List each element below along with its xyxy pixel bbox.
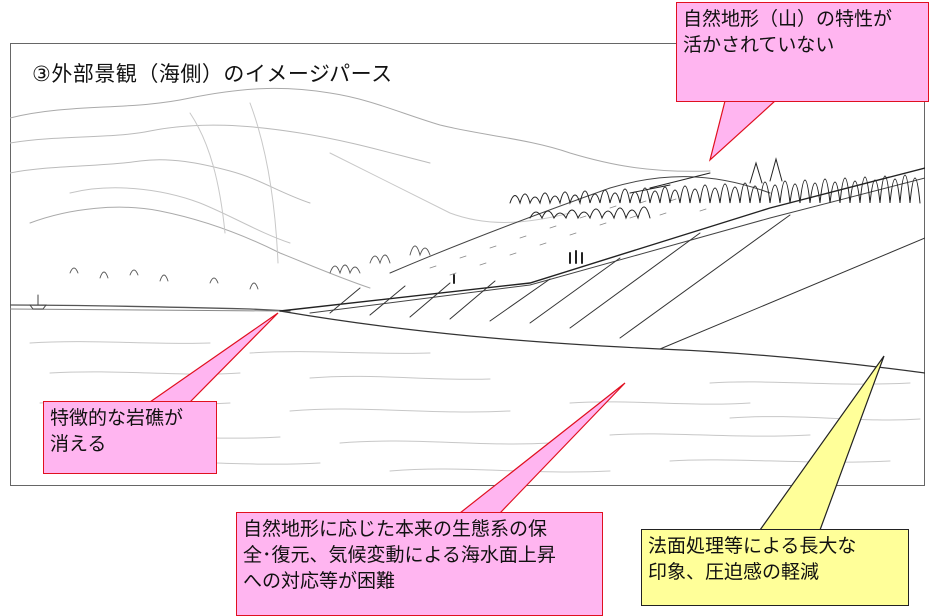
page-title: ③外部景観（海側）のイメージパース [32, 62, 393, 86]
boat [29, 294, 47, 310]
pointer-mountain [708, 100, 777, 162]
callout-reef: 特徴的な岩礁が 消える [43, 401, 217, 474]
callout-line: 自然地形に応じた本来の生態系の保 [243, 518, 548, 540]
callout-slope: 法面処理等による長大な 印象、圧迫感の軽減 [641, 529, 909, 606]
pointer-slope [758, 355, 885, 531]
pointer-ecosystem [458, 382, 626, 514]
callout-line: 法面処理等による長大な [648, 535, 857, 557]
people-figures [453, 250, 583, 284]
grass-slope [389, 176, 771, 274]
callout-mountain: 自然地形（山）の特性が 活かされていない [676, 2, 929, 102]
callout-line: 特徴的な岩礁が [50, 407, 184, 429]
callout-line: 自然地形（山）の特性が [683, 8, 893, 30]
distant-hills [10, 87, 711, 172]
embankment-toe [279, 310, 925, 374]
pointer-reef [148, 312, 279, 403]
callout-line: への対応等が困難 [243, 570, 396, 592]
callout-line: 全･復元、気候変動による海水面上昇 [243, 544, 556, 566]
slope-panels [329, 214, 925, 350]
callout-line: 活かされていない [683, 34, 835, 56]
tree-line [509, 157, 921, 220]
callout-line: 消える [50, 433, 107, 455]
embankment-crest [279, 167, 925, 312]
seawall-sketch [10, 87, 925, 473]
callout-line: 印象、圧迫感の軽減 [648, 561, 820, 583]
callout-ecosystem: 自然地形に応じた本来の生態系の保 全･復元、気候変動による海水面上昇 への対応等… [236, 512, 603, 616]
